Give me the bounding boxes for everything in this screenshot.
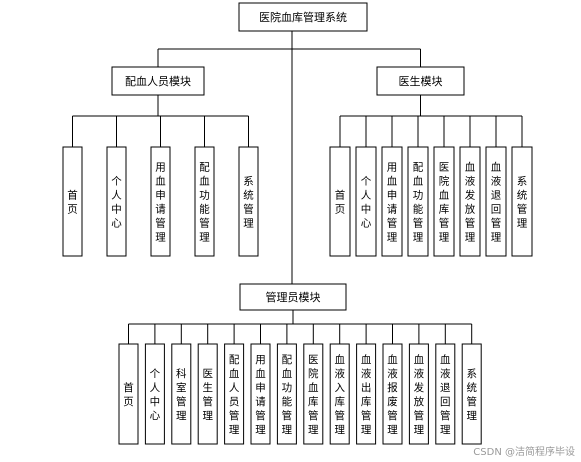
function-node-2-7: 医院血库管理 (303, 343, 324, 445)
function-node-1-7-label: 系统管理 (517, 176, 528, 230)
function-node-2-10-label: 血液报废管理 (387, 353, 398, 436)
function-node-1-1-label: 个人中心 (361, 176, 372, 230)
function-node-0-4: 系统管理 (238, 146, 259, 257)
watermark: CSDN @洁简程序毕设 (473, 447, 575, 458)
function-node-2-0: 首页 (118, 343, 139, 445)
diagram-nodes: 医院血库管理系统配血人员模块首页个人中心用血申请管理配血功能管理系统管理医生模块… (62, 2, 533, 445)
function-node-1-2-label: 用血申请管理 (387, 162, 398, 244)
root-node-label: 医院血库管理系统 (259, 10, 347, 24)
function-node-2-3-label: 医生管理 (202, 368, 213, 422)
function-node-0-1-label: 个人中心 (111, 176, 122, 230)
function-node-1-7: 系统管理 (511, 146, 533, 257)
function-node-1-6: 血液退回管理 (485, 146, 507, 257)
function-node-2-13-label: 系统管理 (466, 368, 477, 422)
function-node-0-1: 个人中心 (106, 146, 127, 257)
function-node-2-0-label: 首页 (123, 381, 134, 408)
function-node-2-13: 系统管理 (461, 343, 482, 445)
function-node-1-0-label: 首页 (335, 189, 346, 216)
module-node-1: 医生模块 (376, 66, 465, 96)
function-node-1-2: 用血申请管理 (381, 146, 403, 257)
function-node-0-4-label: 系统管理 (243, 176, 254, 230)
function-node-2-11: 血液发放管理 (408, 343, 429, 445)
function-node-2-2-label: 科室管理 (176, 367, 187, 422)
function-node-1-0: 首页 (329, 146, 351, 257)
function-node-2-3: 医生管理 (197, 343, 218, 445)
function-node-2-1: 个人中心 (144, 343, 165, 445)
function-node-2-2: 科室管理 (171, 343, 192, 445)
connector-lines (72, 31, 523, 344)
function-node-2-7-label: 医院血库管理 (308, 354, 319, 436)
function-node-1-1: 个人中心 (355, 146, 377, 257)
function-node-1-5-label: 血液发放管理 (465, 161, 476, 244)
module-node-1-label: 医生模块 (399, 74, 443, 88)
function-node-2-8: 血液入库管理 (329, 343, 350, 445)
function-node-2-8-label: 血液入库管理 (334, 353, 345, 436)
function-node-1-4-label: 医院血库管理 (439, 162, 450, 244)
module-node-0-label: 配血人员模块 (125, 74, 191, 88)
function-node-1-5: 血液发放管理 (459, 146, 481, 257)
function-node-2-5: 用血申请管理 (250, 343, 271, 445)
module-node-0: 配血人员模块 (111, 66, 205, 96)
module-node-2-label: 管理员模块 (266, 290, 321, 304)
function-node-0-3: 配血功能管理 (194, 146, 215, 257)
function-node-0-2: 用血申请管理 (150, 146, 171, 257)
function-node-1-3-label: 配血功能管理 (413, 162, 424, 244)
function-node-2-10: 血液报废管理 (382, 343, 403, 445)
function-node-1-3: 配血功能管理 (407, 146, 429, 257)
function-node-0-3-label: 配血功能管理 (199, 162, 210, 244)
function-node-2-12-label: 血液退回管理 (440, 353, 451, 436)
function-node-2-6: 配血功能管理 (276, 343, 297, 445)
module-node-2: 管理员模块 (239, 283, 347, 311)
function-node-2-9: 血液出库管理 (356, 343, 377, 445)
function-node-1-4: 医院血库管理 (433, 146, 455, 257)
function-node-2-11-label: 血液发放管理 (414, 353, 425, 436)
function-node-2-9-label: 血液出库管理 (361, 353, 372, 436)
function-node-2-1-label: 个人中心 (150, 368, 161, 422)
function-node-0-2-label: 用血申请管理 (155, 162, 166, 244)
function-node-2-6-label: 配血功能管理 (282, 354, 293, 436)
root-node: 医院血库管理系统 (238, 2, 368, 32)
function-node-2-4-label: 配血人员管理 (229, 354, 240, 436)
function-node-0-0-label: 首页 (67, 189, 78, 216)
function-node-2-4: 配血人员管理 (224, 343, 245, 445)
function-node-2-12: 血液退回管理 (435, 343, 456, 445)
function-node-2-5-label: 用血申请管理 (255, 354, 266, 436)
function-node-0-0: 首页 (62, 146, 83, 257)
function-node-1-6-label: 血液退回管理 (491, 161, 502, 244)
